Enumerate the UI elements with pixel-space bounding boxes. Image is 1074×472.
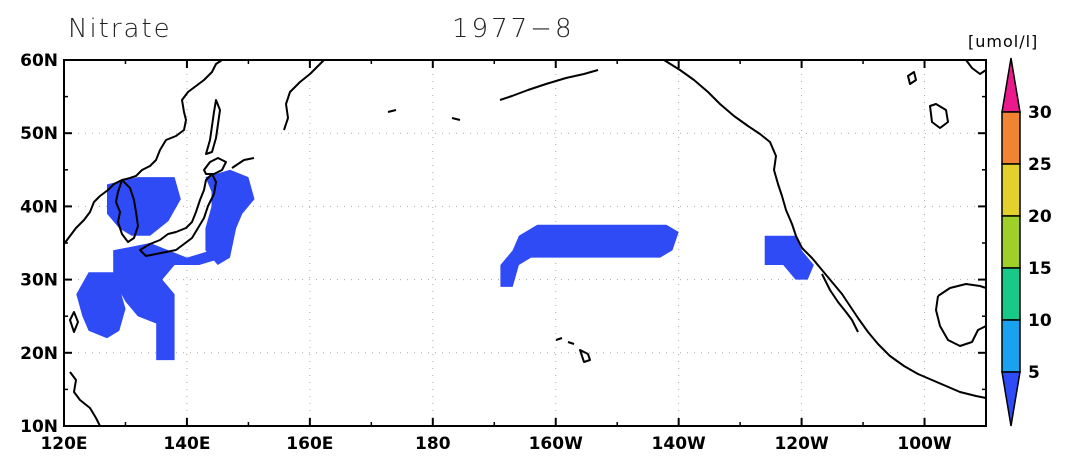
colorbar-segment bbox=[1001, 163, 1021, 217]
coast-hawaii bbox=[555, 337, 591, 363]
cell-region-north-pacific bbox=[500, 224, 679, 287]
y-tick-label: 30N bbox=[20, 271, 58, 291]
coast-asia bbox=[63, 59, 223, 245]
axis-ticks: 120E 140E 160E 180 160W 140W 120W 100W 10N 20N 30N… bbox=[20, 51, 986, 454]
coast-philippines bbox=[69, 371, 101, 427]
cell-region-south-japan bbox=[113, 235, 224, 361]
coast-sakhalin bbox=[205, 99, 221, 155]
colorbar-segment bbox=[1001, 267, 1021, 321]
cell-region-east-japan bbox=[205, 169, 255, 265]
colorbar-level-label: 5 bbox=[1028, 363, 1040, 383]
variable-title: Nitrate bbox=[68, 14, 172, 44]
y-tick-label: 20N bbox=[20, 344, 58, 364]
colorbar-upper-arrow bbox=[1001, 57, 1021, 113]
colorbar-lower-arrow bbox=[1001, 371, 1021, 427]
y-tick-label: 10N bbox=[20, 417, 58, 437]
coast-gulf bbox=[935, 283, 987, 347]
colorbar-level-label: 20 bbox=[1028, 207, 1052, 227]
x-tick-label: 120W bbox=[774, 434, 828, 454]
colorbar-level-label: 10 bbox=[1028, 311, 1052, 331]
x-tick-label: 120E bbox=[40, 434, 87, 454]
coast-aleutians bbox=[387, 69, 599, 121]
colorbar: 5 10 15 20 25 30 bbox=[1001, 57, 1052, 427]
colorbar-level-label: 25 bbox=[1028, 155, 1052, 175]
coast-north-america bbox=[663, 59, 987, 399]
coast-hokkaido bbox=[203, 157, 227, 175]
coast-korea bbox=[115, 179, 139, 243]
y-tick-label: 60N bbox=[20, 51, 58, 71]
coast-baja bbox=[821, 273, 859, 333]
x-tick-label: 140W bbox=[652, 434, 706, 454]
date-title: 1977−8 bbox=[452, 14, 575, 44]
colorbar-segment bbox=[1001, 215, 1021, 269]
coastlines bbox=[63, 59, 987, 427]
colorbar-segment bbox=[1001, 319, 1021, 373]
coast-japan bbox=[139, 173, 217, 257]
x-tick-label: 180 bbox=[415, 434, 451, 454]
coast-ne-islands bbox=[907, 59, 987, 129]
unit-label: [umol/l] bbox=[968, 32, 1039, 51]
y-tick-label: 40N bbox=[20, 197, 58, 217]
x-tick-label: 160W bbox=[529, 434, 583, 454]
x-tick-label: 140E bbox=[163, 434, 210, 454]
nitrate-cells bbox=[76, 169, 814, 361]
coast-kamchatka bbox=[231, 59, 325, 169]
y-tick-label: 50N bbox=[20, 124, 58, 144]
cell-region-california bbox=[764, 235, 814, 280]
colorbar-segment bbox=[1001, 111, 1021, 165]
x-tick-label: 160E bbox=[286, 434, 333, 454]
x-tick-label: 100W bbox=[897, 434, 951, 454]
colorbar-level-label: 15 bbox=[1028, 259, 1052, 279]
cell-region-east-china-sea bbox=[76, 272, 126, 339]
colorbar-level-label: 30 bbox=[1028, 103, 1052, 123]
coast-taiwan bbox=[69, 311, 79, 333]
cell-region-sea-of-japan bbox=[107, 177, 181, 236]
